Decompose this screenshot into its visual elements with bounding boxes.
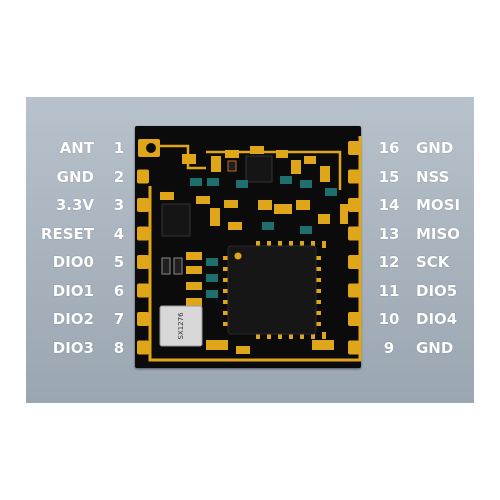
ant-hole <box>146 143 156 153</box>
left-pin-number-3: 3 <box>113 196 125 214</box>
left-pin-number-6: 6 <box>113 281 125 300</box>
right-pin-name-7: DIO4 <box>416 310 458 328</box>
left-pin-number-1: 1 <box>113 139 125 157</box>
left-pad-8 <box>137 340 149 355</box>
left-pin-name-8: DIO3 <box>52 338 94 357</box>
left-pin-number-2: 2 <box>113 167 125 186</box>
right-pin-name-4: MISO <box>416 224 461 243</box>
left-pin-name-1: ANT <box>59 139 94 157</box>
left-pin-name-2: GND <box>56 167 94 186</box>
main-transceiver-chip <box>223 241 326 339</box>
right-pin-name-8: GND <box>416 338 454 357</box>
ground-outline-trace <box>148 136 362 362</box>
right-pin-name-6: DIO5 <box>416 281 458 300</box>
left-pin-name-5: DIO0 <box>52 253 94 271</box>
right-pad-2 <box>348 169 360 184</box>
top-ic <box>245 155 273 183</box>
right-pad-5 <box>348 255 360 269</box>
left-pin-number-5: 5 <box>113 253 125 271</box>
left-pin-number-4: 4 <box>113 224 125 243</box>
right-pin-number-5: 12 <box>378 253 400 271</box>
right-pin-number-3: 14 <box>378 196 400 214</box>
crystal-marking: SX1276 <box>177 312 185 340</box>
right-pad-6 <box>348 283 360 298</box>
right-pin-number-2: 15 <box>378 167 400 186</box>
right-pin-name-2: NSS <box>416 167 450 186</box>
right-pin-number-6: 11 <box>378 281 400 300</box>
passive-components <box>160 146 348 354</box>
left-pin-number-8: 8 <box>113 338 125 357</box>
regulator-chip <box>161 203 191 237</box>
left-pin-number-7: 7 <box>113 310 125 328</box>
left-pad-3 <box>137 198 149 212</box>
crystal <box>159 305 203 347</box>
right-pin-number-7: 10 <box>378 310 400 328</box>
left-pad-5 <box>137 255 149 269</box>
right-pin-name-3: MOSI <box>416 196 461 214</box>
left-pin-name-6: DIO1 <box>52 281 94 300</box>
right-pad-7 <box>348 312 360 326</box>
right-pads <box>348 141 360 355</box>
left-pin-name-7: DIO2 <box>52 310 94 328</box>
right-pad-1 <box>348 141 360 155</box>
right-pad-8 <box>348 340 360 355</box>
right-pad-3 <box>348 198 360 212</box>
right-pin-number-1: 16 <box>378 139 400 157</box>
right-pin-name-1: GND <box>416 139 454 157</box>
right-pad-4 <box>348 226 360 241</box>
left-pad-4 <box>137 226 149 241</box>
right-pin-name-5: SCK <box>416 253 450 271</box>
left-pad-7 <box>137 312 149 326</box>
left-pin-name-4: RESET <box>40 224 94 243</box>
left-pin-name-3: 3.3V <box>55 196 94 214</box>
left-pads <box>137 169 149 355</box>
left-pad-6 <box>137 283 149 298</box>
left-pad-2 <box>137 169 149 184</box>
right-pin-number-8: 9 <box>383 338 395 357</box>
right-pin-number-4: 13 <box>378 224 400 243</box>
